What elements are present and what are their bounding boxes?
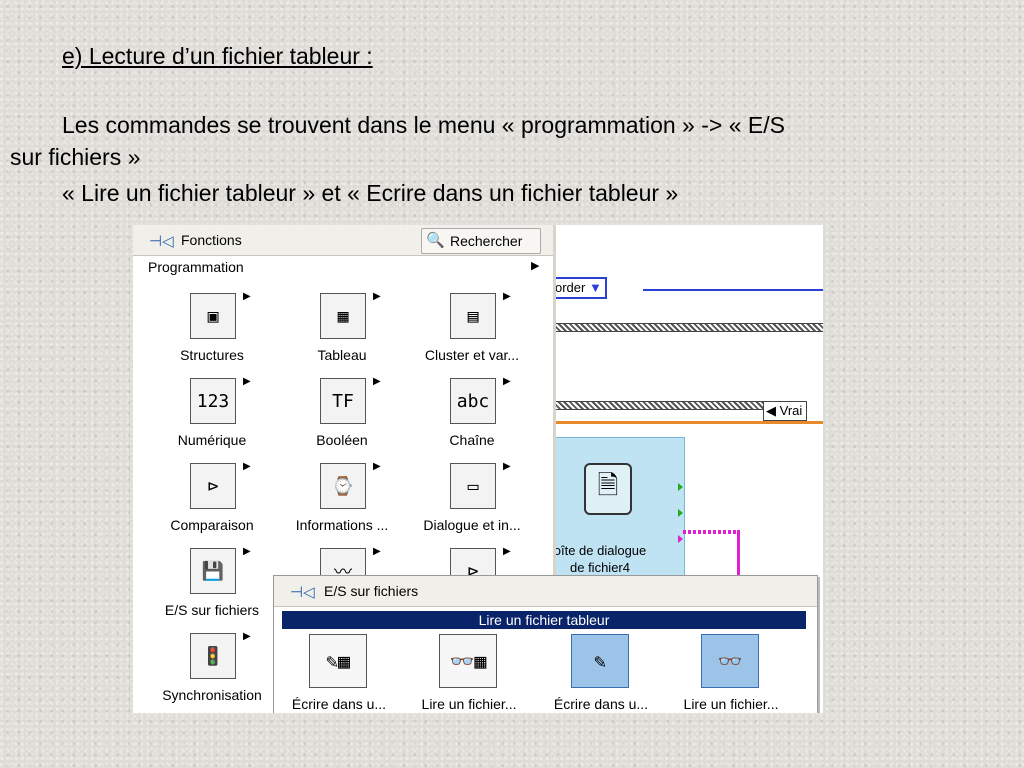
subpalette-item-read-spreadsheet[interactable]: 👓▦ Lire un fichier... (404, 632, 534, 713)
slide-paragraph-line1: Les commandes se trouvent dans le menu «… (62, 112, 785, 138)
palette-item-dialog[interactable]: ▭ ▶ Dialogue et in... (407, 461, 537, 541)
synchronization-icon: 🚦 (190, 633, 236, 679)
submenu-arrow-icon: ▶ (503, 291, 511, 302)
palette-item-synchronization[interactable]: 🚦 ▶ Synchronisation (147, 631, 277, 711)
palette-item-label: Cluster et var... (424, 347, 520, 363)
palette-item-boolean[interactable]: TF ▶ Booléen (277, 376, 407, 456)
write-spreadsheet-icon: ✎▦ (309, 634, 367, 688)
hatched-wire (553, 401, 763, 410)
palette-item-label: Informations ... (295, 517, 389, 533)
pink-wire (683, 530, 741, 534)
order-control[interactable]: order ▼ (553, 277, 607, 299)
order-label: order (555, 280, 586, 295)
palette-item-label: E/S sur fichiers (164, 602, 260, 618)
hatched-wire (553, 323, 823, 332)
numeric-icon: 123 (190, 378, 236, 424)
case-selector[interactable]: ◀ Vrai (763, 401, 808, 421)
palette-title: Fonctions (181, 232, 242, 248)
structures-icon: ▣ (190, 293, 236, 339)
category-row[interactable]: Programmation ▶ (133, 257, 553, 279)
array-icon: ▦ (320, 293, 366, 339)
subpalette-item-write-measurement[interactable]: ✎ Écrire dans u... (536, 632, 666, 713)
terminal-arrow-icon (678, 535, 683, 543)
palette-item-file-io[interactable]: 💾 ▶ E/S sur fichiers (147, 546, 277, 626)
search-icon: 🔍 (426, 232, 445, 249)
palette-item-timing[interactable]: ⌚ ▶ Informations ... (277, 461, 407, 541)
palette-item-array[interactable]: ▦ ▶ Tableau (277, 291, 407, 371)
pink-wire (737, 530, 741, 575)
submenu-arrow-icon: ▶ (243, 291, 251, 302)
submenu-arrow-icon: ▶ (503, 376, 511, 387)
subpalette-item-label: Lire un fichier... (421, 696, 517, 712)
palette-item-cluster[interactable]: ▤ ▶ Cluster et var... (407, 291, 537, 371)
cluster-icon: ▤ (450, 293, 496, 339)
vrai-label: Vrai (779, 403, 803, 418)
submenu-arrow-icon: ▶ (243, 461, 251, 472)
string-icon: abc (450, 378, 496, 424)
submenu-arrow-icon: ▶ (243, 546, 251, 557)
read-measurement-icon: 👓 (701, 634, 759, 688)
category-label: Programmation (148, 259, 244, 275)
subpalette-item-label: Lire un fichier... (683, 696, 779, 712)
subpalette-item-label: Écrire dans u... (553, 696, 649, 712)
palette-item-structures[interactable]: ▣ ▶ Structures (147, 291, 277, 371)
comparison-icon: ⊳ (190, 463, 236, 509)
search-button[interactable]: 🔍 Rechercher (421, 228, 541, 254)
dialog-icon: ▭ (450, 463, 496, 509)
file-io-icon: 💾 (190, 548, 236, 594)
slide-paragraph-2: « Lire un fichier tableur » et « Ecrire … (62, 180, 679, 206)
palette-header: ⊣◁ Fonctions 🔍 Rechercher (133, 225, 553, 256)
selected-item-tooltip: Lire un fichier tableur (282, 611, 806, 629)
palette-item-label: Dialogue et in... (423, 517, 521, 533)
dropdown-arrow-icon: ▼ (588, 280, 602, 295)
palette-item-label: Tableau (317, 347, 367, 363)
pin-icon[interactable]: ⊣◁ (290, 584, 315, 601)
labview-screenshot: order ▼ ◀ Vrai 🗎 oîte de dialogue de fic… (133, 225, 823, 713)
submenu-arrow-icon: ▶ (503, 546, 511, 557)
write-measurement-icon: ✎ (571, 634, 629, 688)
submenu-arrow-icon: ▶ (503, 461, 511, 472)
subpalette-title: E/S sur fichiers (324, 583, 419, 599)
submenu-arrow-icon: ▶ (243, 631, 251, 642)
blue-wire (643, 289, 823, 291)
palette-item-label: Synchronisation (162, 687, 262, 703)
chevron-right-icon: ▶ (531, 260, 540, 272)
read-spreadsheet-icon: 👓▦ (439, 634, 497, 688)
subpalette-item-label: Écrire dans u... (291, 696, 387, 712)
file-dialog-icon: 🗎 (584, 463, 632, 515)
palette-item-string[interactable]: abc ▶ Chaîne (407, 376, 537, 456)
orange-wire (553, 421, 823, 424)
subpalette-item-read-measurement[interactable]: 👓 Lire un fichier... (666, 632, 796, 713)
submenu-arrow-icon: ▶ (373, 461, 381, 472)
pin-icon[interactable]: ⊣◁ (149, 233, 174, 250)
submenu-arrow-icon: ▶ (373, 546, 381, 557)
search-label: Rechercher (450, 233, 523, 249)
functions-palette: ⊣◁ Fonctions 🔍 Rechercher Programmation … (133, 225, 556, 713)
timing-icon: ⌚ (320, 463, 366, 509)
file-dialog-node[interactable]: 🗎 oîte de dialogue de fichier4 (553, 437, 685, 579)
submenu-arrow-icon: ▶ (373, 376, 381, 387)
case-left-arrow-icon: ◀ (766, 403, 776, 418)
terminal-arrow-icon (678, 509, 683, 517)
submenu-arrow-icon: ▶ (243, 376, 251, 387)
palette-item-label: Numérique (177, 432, 247, 448)
subpalette-header: ⊣◁ E/S sur fichiers (274, 576, 817, 607)
palette-item-label: Chaîne (449, 432, 495, 448)
subpalette-item-write-spreadsheet[interactable]: ✎▦ Écrire dans u... (274, 632, 404, 713)
file-io-subpalette: ⊣◁ E/S sur fichiers Lire un fichier tabl… (273, 575, 818, 713)
palette-item-numeric[interactable]: 123 ▶ Numérique (147, 376, 277, 456)
palette-item-label: Structures (180, 347, 244, 363)
palette-item-label: Booléen (316, 432, 368, 448)
boolean-icon: TF (320, 378, 366, 424)
submenu-arrow-icon: ▶ (373, 291, 381, 302)
terminal-arrow-icon (678, 483, 683, 491)
palette-item-label: Comparaison (170, 517, 254, 533)
slide-paragraph-line2: sur fichiers » (10, 144, 141, 170)
file-dialog-label: oîte de dialogue de fichier4 (553, 543, 647, 575)
palette-item-comparison[interactable]: ⊳ ▶ Comparaison (147, 461, 277, 541)
slide-heading: e) Lecture d’un fichier tableur : (62, 43, 373, 69)
